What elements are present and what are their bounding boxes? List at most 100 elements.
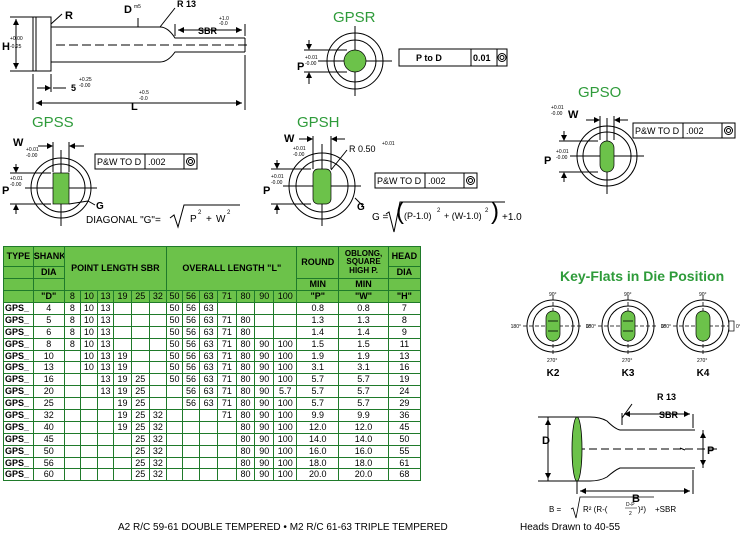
cell-l-0 (166, 468, 183, 482)
cell-l-0 (166, 444, 183, 458)
k3-deg0-label: 0° (661, 324, 666, 330)
cell-d: 10 (32, 349, 65, 363)
gpsr-frame-value: 0.01 (473, 53, 491, 63)
cell-sbr-2: 13 (96, 313, 115, 327)
five-tol-bot: -0.00 (79, 83, 91, 89)
cell-l-4: 80 (235, 361, 256, 375)
cell-l-0 (166, 385, 183, 399)
cell-sbr-5: 32 (148, 444, 168, 458)
cell-d: 8 (32, 337, 65, 351)
cell-sbr-1: 10 (80, 349, 98, 363)
five-tol-top: +0.25 (79, 77, 92, 83)
b-view-r13-label: R 13 (657, 392, 676, 402)
r-label: R (65, 10, 73, 22)
cell-sbr-2: 13 (96, 373, 115, 387)
cell-l-6 (273, 325, 298, 339)
cell-sbr-2: 13 (96, 349, 115, 363)
cell-h: 36 (387, 409, 422, 422)
gpss-p-sq: P (190, 214, 197, 225)
cell-sbr-4: 25 (130, 456, 150, 470)
cell-l-2: 63 (199, 385, 218, 399)
header-sbr-4: 25 (130, 290, 150, 303)
cell-l-0: 50 (166, 361, 183, 375)
cell-d: 50 (32, 444, 65, 458)
cell-l-2: 63 (199, 302, 218, 315)
cell-l-2: 63 (199, 313, 218, 327)
cell-sbr-3: 19 (113, 397, 132, 411)
cell-l-3: 71 (216, 349, 237, 363)
cell-l-5: 90 (254, 385, 275, 399)
gpsh-r050-tol: +0.01 (382, 141, 395, 147)
header-overall-length: OVERALL LENGTH "L" (166, 246, 298, 291)
cell-p: 1.4 (296, 325, 340, 339)
cell-sbr-0 (63, 456, 82, 470)
gpso-w-label: W (568, 109, 579, 121)
gpsr-title: GPSR (333, 9, 376, 26)
cell-l-2 (199, 420, 218, 434)
cell-l-4 (235, 302, 256, 315)
cell-d: 60 (32, 468, 65, 482)
cell-d: 5 (32, 313, 65, 327)
cell-h: 45 (387, 420, 422, 434)
cell-sbr-0: 8 (63, 302, 82, 315)
cell-l-6: 100 (273, 420, 298, 434)
gpso-diagram: GPSO W +0.01 -0.00 P +0.01 -0.00 P&W TO … (544, 84, 736, 194)
cell-sbr-3 (113, 468, 132, 482)
cell-p: 12.0 (296, 420, 340, 434)
cell-l-3 (216, 432, 237, 446)
cell-l-6 (273, 302, 298, 315)
k3-deg90-label: 90° (624, 292, 632, 298)
gpsh-w-label: W (284, 133, 295, 145)
cell-l-3 (216, 420, 237, 434)
cell-sbr-4: 25 (130, 444, 150, 458)
cell-sbr-2: 13 (96, 385, 115, 399)
cell-sbr-5 (148, 337, 168, 351)
cell-w: 16.0 (338, 444, 389, 458)
k4-punch-shape (695, 310, 711, 342)
cell-sbr-4: 25 (130, 420, 150, 434)
cell-l-3: 71 (216, 325, 237, 339)
cell-p: 1.9 (296, 349, 340, 363)
cell-w: 14.0 (338, 432, 389, 446)
cell-l-5: 90 (254, 373, 275, 387)
header-type: TYPE (3, 246, 34, 267)
k4-deg180-label: 180° (661, 324, 671, 330)
cell-l-5 (254, 302, 275, 315)
cell-l-4: 80 (235, 420, 256, 434)
cell-p: 9.9 (296, 409, 340, 422)
cell-w: 5.7 (338, 397, 389, 411)
five-label: 5 (71, 83, 76, 93)
cell-h: 16 (387, 361, 422, 375)
header-head-blank (387, 278, 422, 291)
header-shank: SHANK (32, 246, 65, 267)
k2-punch-shape (545, 310, 561, 342)
header-l-2: 63 (199, 290, 218, 303)
cell-l-0 (166, 456, 183, 470)
cell-l-5 (254, 313, 275, 327)
gpss-p-exp: 2 (198, 210, 202, 216)
cell-sbr-0 (63, 373, 82, 387)
cell-sbr-2 (96, 444, 115, 458)
cell-type: GPS_ (3, 337, 34, 351)
header-type-blank-3 (3, 290, 34, 303)
cell-type: GPS_ (3, 325, 34, 339)
cell-l-5: 90 (254, 397, 275, 411)
cell-l-3: 71 (216, 313, 237, 327)
cell-l-5: 90 (254, 409, 275, 422)
cell-l-1: 56 (181, 397, 201, 411)
cell-p: 5.7 (296, 373, 340, 387)
cell-w: 20.0 (338, 468, 389, 482)
gpss-p-label: P (2, 185, 9, 197)
cell-sbr-5: 32 (148, 420, 168, 434)
cell-l-1 (181, 409, 201, 422)
cell-l-6: 100 (273, 397, 298, 411)
gpss-plus: + (206, 214, 212, 225)
cell-l-2: 63 (199, 337, 218, 351)
gpsh-p-term: (P-1.0) (404, 211, 432, 221)
